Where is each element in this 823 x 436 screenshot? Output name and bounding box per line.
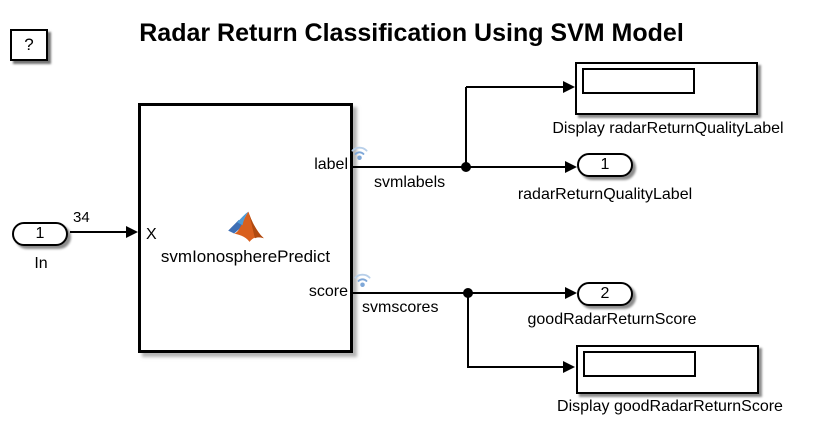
wire-label-branch-up[interactable] [465, 87, 467, 167]
inport-block-in[interactable]: 1 [12, 222, 68, 246]
display-label-caption[interactable]: Display radarReturnQualityLabel [552, 120, 784, 137]
arrowhead-into-outport-label [565, 161, 577, 173]
help-block[interactable]: ? [10, 29, 48, 61]
display-block-score[interactable] [576, 345, 759, 394]
wire-score-to-display[interactable] [467, 366, 564, 368]
predict-block-name: svmIonospherePredict [160, 247, 331, 266]
arrowhead-into-display-label [563, 81, 575, 93]
arrowhead-into-outport-score [565, 287, 577, 299]
wire-label-to-display[interactable] [466, 86, 564, 88]
signal-logging-badge-score-icon[interactable] [354, 270, 371, 290]
wire-score-signal[interactable] [353, 292, 566, 294]
inport-name-label[interactable]: In [34, 255, 48, 272]
matlab-logo-icon [227, 211, 264, 242]
arrowhead-into-display-score [563, 361, 575, 373]
wire-in-to-predict[interactable] [70, 231, 128, 233]
outport-label-caption[interactable]: radarReturnQualityLabel [517, 186, 693, 203]
question-mark-icon: ? [24, 35, 34, 54]
predict-block[interactable]: X label score svmIonospherePredict [138, 103, 353, 353]
outport-score-number: 2 [600, 285, 610, 302]
model-title[interactable]: Radar Return Classification Using SVM Mo… [139, 19, 684, 47]
signal-dimension-label: 34 [73, 209, 90, 226]
outport-block-score[interactable]: 2 [577, 282, 633, 306]
display-value-field-score [583, 351, 696, 377]
wire-label-signal[interactable] [353, 166, 566, 168]
inport-number: 1 [35, 225, 45, 242]
branch-dot-label [461, 162, 471, 172]
arrowhead-into-predict [126, 226, 138, 238]
outport-block-label[interactable]: 1 [577, 153, 633, 177]
display-score-caption[interactable]: Display goodRadarReturnScore [557, 398, 783, 415]
predict-input-port-label: X [146, 226, 157, 243]
signal-logging-badge-label-icon[interactable] [351, 143, 368, 163]
wire-score-branch-down[interactable] [467, 293, 469, 368]
display-value-field-label [582, 68, 695, 94]
score-signal-name[interactable]: svmscores [362, 299, 439, 316]
display-block-label[interactable] [575, 62, 758, 115]
label-signal-name[interactable]: svmlabels [374, 174, 446, 191]
outport-label-number: 1 [600, 156, 610, 173]
predict-output-port-label-label: label [314, 156, 348, 173]
outport-score-caption[interactable]: goodRadarReturnScore [527, 311, 697, 328]
predict-output-port-score-label: score [308, 283, 348, 300]
